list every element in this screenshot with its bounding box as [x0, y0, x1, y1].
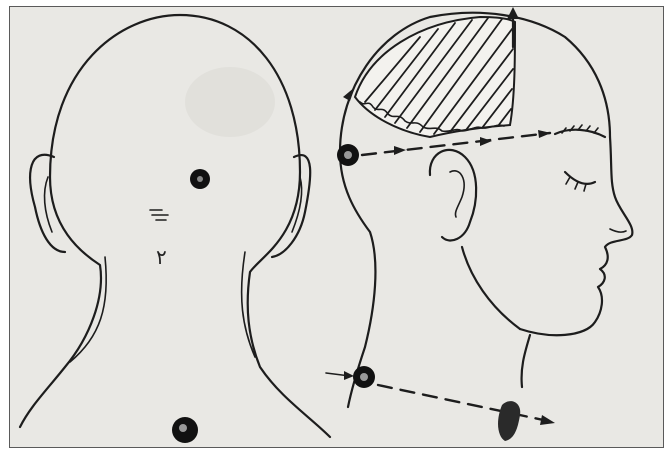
back-neck-label: ۲	[156, 247, 167, 267]
back-view-head	[20, 15, 330, 443]
neck-arrow-head	[540, 415, 555, 425]
side-ear-inner	[450, 171, 464, 217]
side-ear	[430, 150, 476, 241]
illustration-canvas	[10, 7, 664, 448]
temple-arrow-head-1	[394, 146, 406, 155]
neck-dashed-arrow	[378, 385, 548, 421]
throat-dark-region	[498, 401, 520, 441]
nostril	[610, 229, 626, 232]
crown-arrow-head-back	[343, 87, 355, 101]
jaw-line	[462, 247, 520, 329]
temple-point-center	[344, 151, 352, 159]
crown-arrow-head-up	[507, 7, 519, 19]
back-head-point-center	[197, 176, 203, 182]
back-head-left-side	[20, 177, 101, 427]
side-neck-point-center	[360, 373, 368, 381]
back-head-outline	[50, 15, 330, 437]
paper-shade	[185, 67, 275, 137]
side-view-head	[326, 7, 632, 441]
left-ear	[30, 155, 65, 252]
medical-illustration: ۲	[9, 6, 664, 448]
neck-pointer-head	[344, 371, 354, 380]
temple-arrow-head-2	[480, 137, 492, 146]
face-profile	[520, 137, 632, 335]
back-neck-point-center	[179, 424, 187, 432]
front-neck	[522, 335, 530, 387]
